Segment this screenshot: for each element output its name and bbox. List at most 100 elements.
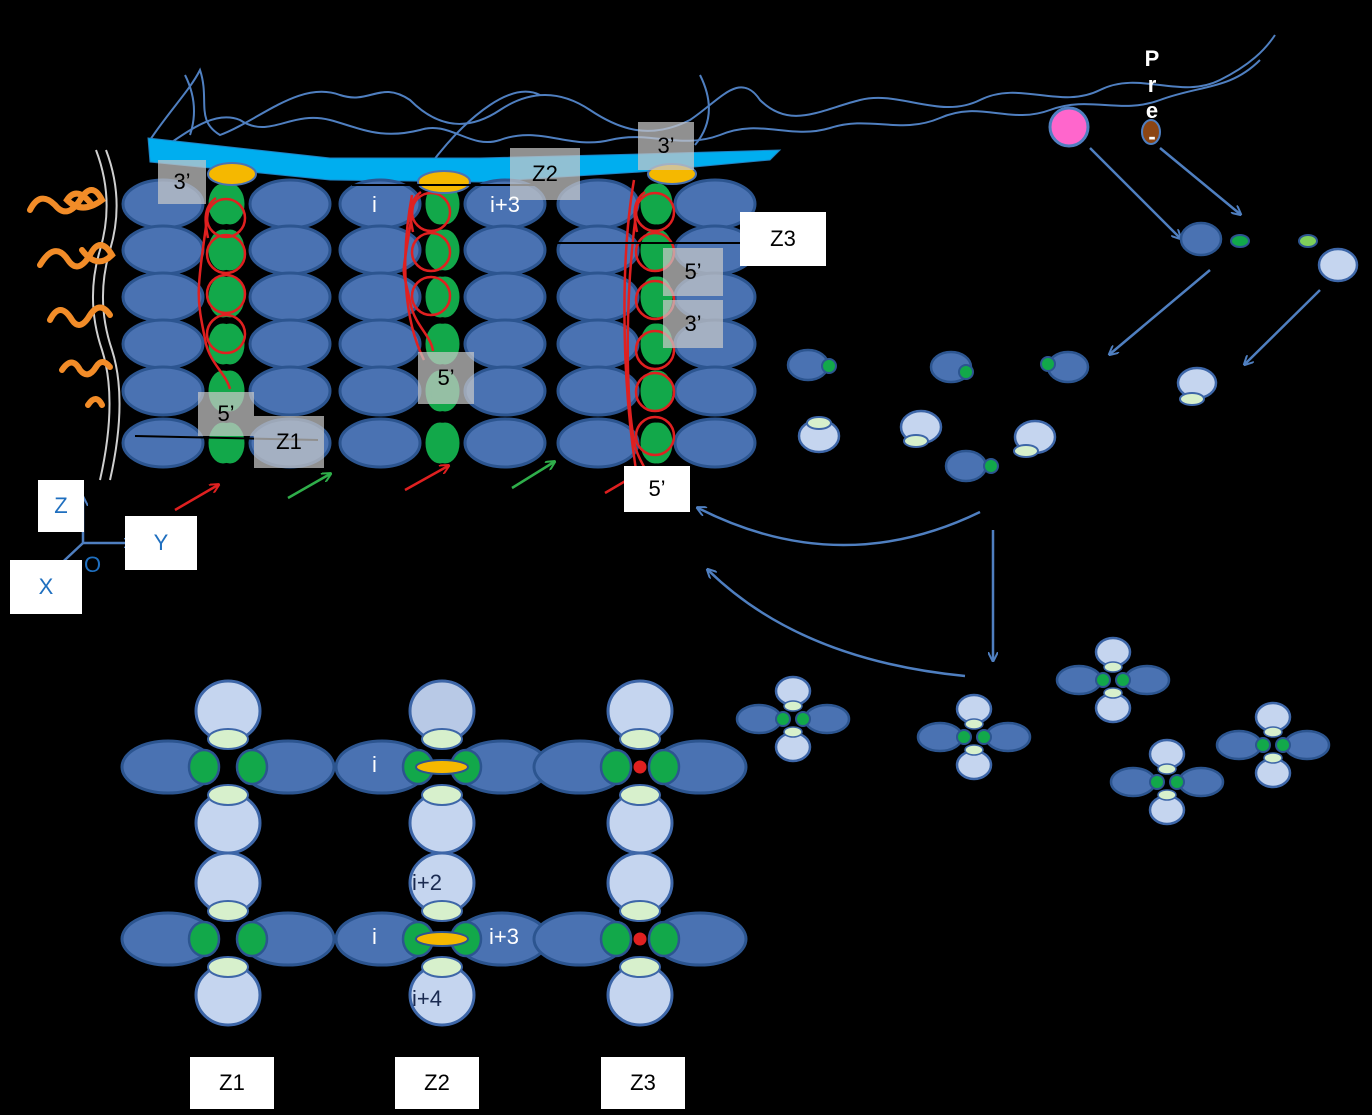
cross-head bbox=[1149, 774, 1165, 790]
actin-subunit bbox=[121, 417, 205, 469]
col1-3prime-label: 3’ bbox=[158, 160, 206, 204]
axis-z-label: Z bbox=[38, 480, 84, 532]
section-head bbox=[235, 920, 269, 958]
col3-3prime-label: 3’ bbox=[638, 122, 694, 170]
pre-letter: P bbox=[1144, 46, 1160, 71]
rna-strand bbox=[404, 194, 426, 361]
light-monomer bbox=[1298, 234, 1318, 248]
cross-lobe bbox=[1055, 664, 1103, 696]
dimer bbox=[944, 449, 988, 483]
section-rna bbox=[633, 760, 647, 774]
actin-subunit bbox=[248, 271, 332, 323]
actin-subunit bbox=[338, 417, 422, 469]
section-ring bbox=[619, 900, 661, 922]
cross-index-i3: i+3 bbox=[489, 924, 519, 949]
cross-lobe bbox=[916, 721, 964, 753]
subunit-particles bbox=[786, 221, 1359, 483]
myosin-head bbox=[640, 422, 670, 464]
cross-lobe bbox=[984, 721, 1032, 753]
cross-head bbox=[956, 729, 972, 745]
actin-subunit bbox=[248, 318, 332, 370]
section-head bbox=[599, 748, 633, 786]
actin-subunit bbox=[121, 224, 205, 276]
rna-strand bbox=[633, 190, 646, 233]
flow-arrows bbox=[698, 147, 1321, 678]
section-ring bbox=[421, 956, 463, 978]
actin-subunit bbox=[673, 417, 757, 469]
light-dimer-ring bbox=[903, 434, 929, 448]
myosin-head bbox=[430, 229, 460, 271]
actin-monomer bbox=[1179, 221, 1223, 257]
col1-5prime-label: 5’ bbox=[198, 392, 254, 436]
actin-subunit bbox=[248, 178, 332, 230]
z2-marker: Z2 bbox=[510, 148, 580, 200]
actin-columns bbox=[121, 178, 757, 469]
actin-subunit bbox=[463, 271, 547, 323]
filament-index-i3: i+3 bbox=[490, 192, 520, 217]
cross-index-i2: i+2 bbox=[412, 870, 442, 895]
section-ring bbox=[421, 784, 463, 806]
cross-head bbox=[775, 711, 791, 727]
section-ring bbox=[207, 900, 249, 922]
dimer-head bbox=[1040, 356, 1056, 372]
cross-head bbox=[1169, 774, 1185, 790]
dimer-head bbox=[821, 358, 837, 374]
actin-subunit bbox=[556, 417, 640, 469]
orange-coils bbox=[27, 187, 116, 408]
bottom-z3-label: Z3 bbox=[601, 1057, 685, 1109]
actin-subunit bbox=[463, 224, 547, 276]
cross-head bbox=[795, 711, 811, 727]
cross-lobe bbox=[803, 703, 851, 735]
cross-ring bbox=[1103, 687, 1123, 699]
rna-loop bbox=[634, 371, 676, 413]
rna-loop bbox=[205, 273, 247, 315]
cross-lobe bbox=[1109, 766, 1157, 798]
direction-arrows bbox=[174, 462, 646, 512]
pre-letter: r bbox=[1147, 72, 1157, 97]
cross-ring bbox=[1157, 789, 1177, 801]
rna-strand bbox=[204, 196, 217, 239]
rna-loop bbox=[634, 329, 676, 371]
pre-label: P r e - bbox=[1140, 46, 1164, 150]
col2-5prime-label: 5’ bbox=[418, 352, 474, 404]
cross-lobe bbox=[1283, 729, 1331, 761]
light-dimer-ring bbox=[1013, 444, 1039, 458]
myosin-head bbox=[430, 422, 460, 464]
section-head bbox=[647, 748, 681, 786]
cross-lobe bbox=[1123, 664, 1171, 696]
rna-loop bbox=[410, 231, 452, 273]
light-actin-monomer bbox=[1317, 247, 1359, 283]
pre-letter: e bbox=[1145, 98, 1159, 123]
actin-subunit bbox=[673, 365, 757, 417]
dimer-head bbox=[958, 364, 974, 380]
cross-head bbox=[1095, 672, 1111, 688]
section-ring bbox=[421, 900, 463, 922]
col3-5prime-bottom-label: 5’ bbox=[624, 466, 690, 512]
section-ring bbox=[619, 728, 661, 750]
rna-strand bbox=[409, 190, 422, 233]
section-ring bbox=[619, 784, 661, 806]
section-ring bbox=[207, 956, 249, 978]
cross-lobe bbox=[735, 703, 783, 735]
filament-thread bbox=[149, 34, 1276, 166]
bottom-z2-label: Z2 bbox=[395, 1057, 479, 1109]
rna-loop bbox=[634, 415, 676, 457]
actin-subunit bbox=[248, 365, 332, 417]
actin-subunit bbox=[121, 271, 205, 323]
rna-loop bbox=[205, 313, 247, 355]
section-head bbox=[187, 748, 221, 786]
z3-marker: Z3 bbox=[740, 212, 826, 266]
dimer-head bbox=[983, 458, 999, 474]
cell-membrane-lines bbox=[91, 149, 121, 481]
cross-ring bbox=[1263, 752, 1283, 764]
cross-index-i-lower: i bbox=[372, 924, 377, 949]
membrane-band bbox=[147, 137, 782, 183]
actin-subunit bbox=[338, 365, 422, 417]
axis-x-label: X bbox=[10, 560, 82, 614]
cross-ring bbox=[1103, 661, 1123, 673]
cross-assemblies bbox=[735, 636, 1331, 826]
actin-subunit bbox=[463, 365, 547, 417]
cross-lobe bbox=[1177, 766, 1225, 798]
cap-marker bbox=[207, 162, 257, 186]
actin-subunit bbox=[121, 318, 205, 370]
